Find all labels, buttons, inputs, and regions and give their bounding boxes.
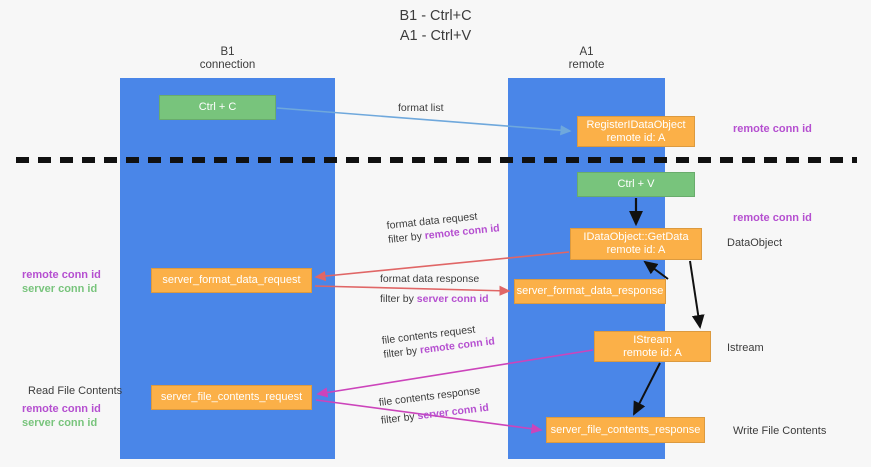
box-register-idataobject[interactable]: RegisterIDataObject remote id: A — [577, 116, 695, 147]
arrow-format-data-response — [314, 285, 511, 296]
lane-a1-subtitle: remote — [568, 59, 605, 71]
caption-fdreq-prefix: filter by — [387, 230, 426, 246]
lane-b1-name: B1 — [220, 46, 235, 58]
label-right-remote-conn-id-top: remote conn id — [733, 123, 812, 135]
box-ctrl-v[interactable]: Ctrl + V — [577, 172, 695, 197]
title-line-2: A1 - Ctrl+V — [399, 28, 472, 44]
arrow-getdata-to-istream — [689, 260, 705, 329]
box-server-file-contents-request[interactable]: server_file_contents_request — [151, 385, 312, 410]
arrow-file-contents-response — [315, 399, 543, 434]
arrow-format-data-request — [314, 251, 570, 282]
caption-format-data-response-line2: filter by server conn id — [380, 292, 489, 306]
title-line-1: B1 - Ctrl+C — [399, 8, 472, 24]
box-idataobject-getdata[interactable]: IDataObject::GetData remote id: A — [570, 228, 702, 260]
label-left-server-conn-id: server conn id — [22, 283, 98, 295]
lane-b1-subtitle: connection — [199, 59, 256, 71]
box-getdata-line2: remote id: A — [606, 244, 666, 256]
caption-format-list: format list — [398, 101, 444, 115]
lane-header-b1: B1 connection — [120, 46, 335, 72]
caption-format-data-response: format data response filter by server co… — [380, 272, 489, 306]
box-server-file-contents-response[interactable]: server_file_contents_response — [546, 417, 705, 443]
box-register-idataobject-line1: RegisterIDataObject — [586, 118, 686, 131]
label-left-remote-conn-id-2: remote conn id — [22, 403, 101, 415]
box-istream-line1: IStream — [633, 333, 672, 346]
label-right-istream: Istream — [727, 342, 764, 354]
box-server-format-data-request[interactable]: server_format_data_request — [151, 268, 312, 293]
label-right-dataobject: DataObject — [727, 237, 783, 249]
box-server-format-data-response[interactable]: server_format_data_response — [514, 279, 666, 304]
label-left-read-file-contents: Read File Contents — [28, 385, 123, 397]
label-left-conn-ids: remote conn id server conn id — [22, 268, 101, 296]
label-left-remote-conn-id: remote conn id — [22, 269, 101, 281]
caption-fdresp-prefix: filter by — [380, 293, 417, 305]
box-server-format-data-response-label: server_format_data_response — [516, 285, 664, 297]
label-left-server-conn-id-2: server conn id — [22, 417, 98, 429]
box-istream-line2: remote id: A — [623, 346, 682, 359]
label-right-write-file-contents: Write File Contents — [733, 425, 827, 437]
box-server-file-contents-response-label: server_file_contents_response — [550, 423, 701, 436]
box-ctrl-c[interactable]: Ctrl + C — [159, 95, 276, 120]
caption-fdresp-key: server conn id — [416, 293, 489, 305]
box-ctrl-c-label: Ctrl + C — [198, 101, 237, 113]
arrow-format-list — [276, 107, 572, 136]
label-left-conn-ids-2: remote conn id server conn id — [22, 402, 101, 430]
arrow-file-contents-request — [316, 349, 594, 398]
lane-a1-name: A1 — [579, 46, 594, 58]
box-register-idataobject-line2: remote id: A — [606, 131, 666, 144]
box-ctrl-v-label: Ctrl + V — [617, 178, 655, 190]
page-title: B1 - Ctrl+C A1 - Ctrl+V — [0, 6, 871, 46]
caption-format-list-text: format list — [398, 102, 444, 114]
box-server-format-data-request-label: server_format_data_request — [162, 274, 301, 286]
box-istream[interactable]: IStream remote id: A — [594, 331, 711, 362]
box-server-file-contents-request-label: server_file_contents_request — [160, 391, 303, 403]
arrow-response-to-getdata — [643, 260, 669, 280]
label-right-remote-conn-id-mid: remote conn id — [733, 212, 812, 224]
arrow-istream-down — [633, 362, 661, 416]
caption-format-data-response-line1: format data response — [380, 273, 480, 285]
lane-header-a1: A1 remote — [508, 46, 665, 72]
box-getdata-line1: IDataObject::GetData — [583, 231, 689, 243]
